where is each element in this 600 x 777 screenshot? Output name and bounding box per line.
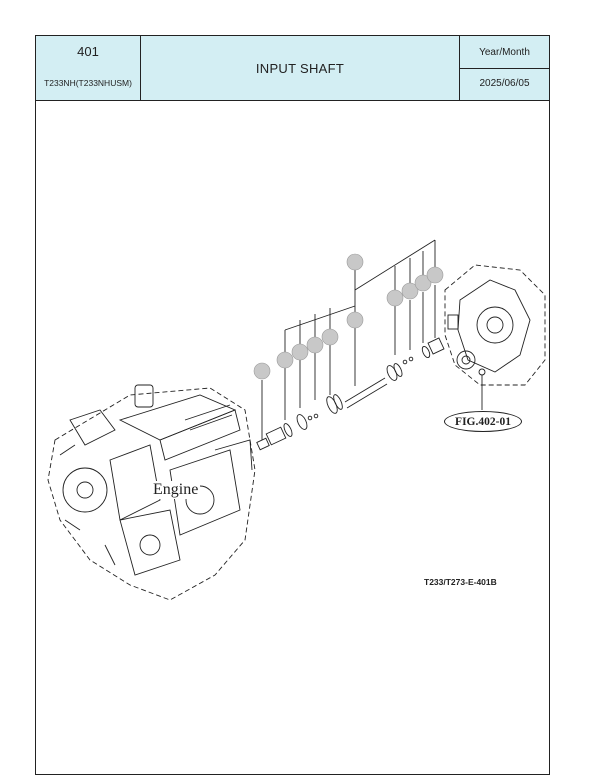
date-label: Year/Month [460,36,549,69]
title-block: 401 T233NH(T233NHUSM) INPUT SHAFT Year/M… [36,36,549,101]
page-number: 401 [77,44,99,59]
transmission-housing [444,264,546,386]
engine-label: Engine [151,481,201,499]
figure-reference-link[interactable]: FIG.402-01 [444,411,522,432]
title-cell: INPUT SHAFT [141,36,460,100]
callout-bubble [346,253,364,271]
date-cell: Year/Month 2025/06/05 [460,36,549,100]
model-code: T233NH(T233NHUSM) [44,78,132,88]
callout-bubble [276,351,294,369]
callout-bubble [401,282,419,300]
callout-bubble [306,336,324,354]
callout-bubble [426,266,444,284]
callout-bubble [291,343,309,361]
page-frame: 401 T233NH(T233NHUSM) INPUT SHAFT Year/M… [35,35,550,775]
callout-bubbles [253,253,444,380]
page-title: INPUT SHAFT [255,60,345,76]
engine-outline [47,387,256,601]
shaft-parts [256,337,445,451]
date-value: 2025/06/05 [479,78,530,89]
drawing-code: T233/T273-E-401B [424,577,497,587]
callout-bubble [253,362,271,380]
page-info-cell: 401 T233NH(T233NHUSM) [36,36,141,100]
engine-details [59,384,253,576]
callout-bubble [346,311,364,329]
callout-bubble [414,274,432,292]
leader-lines [261,239,483,440]
callout-bubble [321,328,339,346]
callout-bubble [386,289,404,307]
